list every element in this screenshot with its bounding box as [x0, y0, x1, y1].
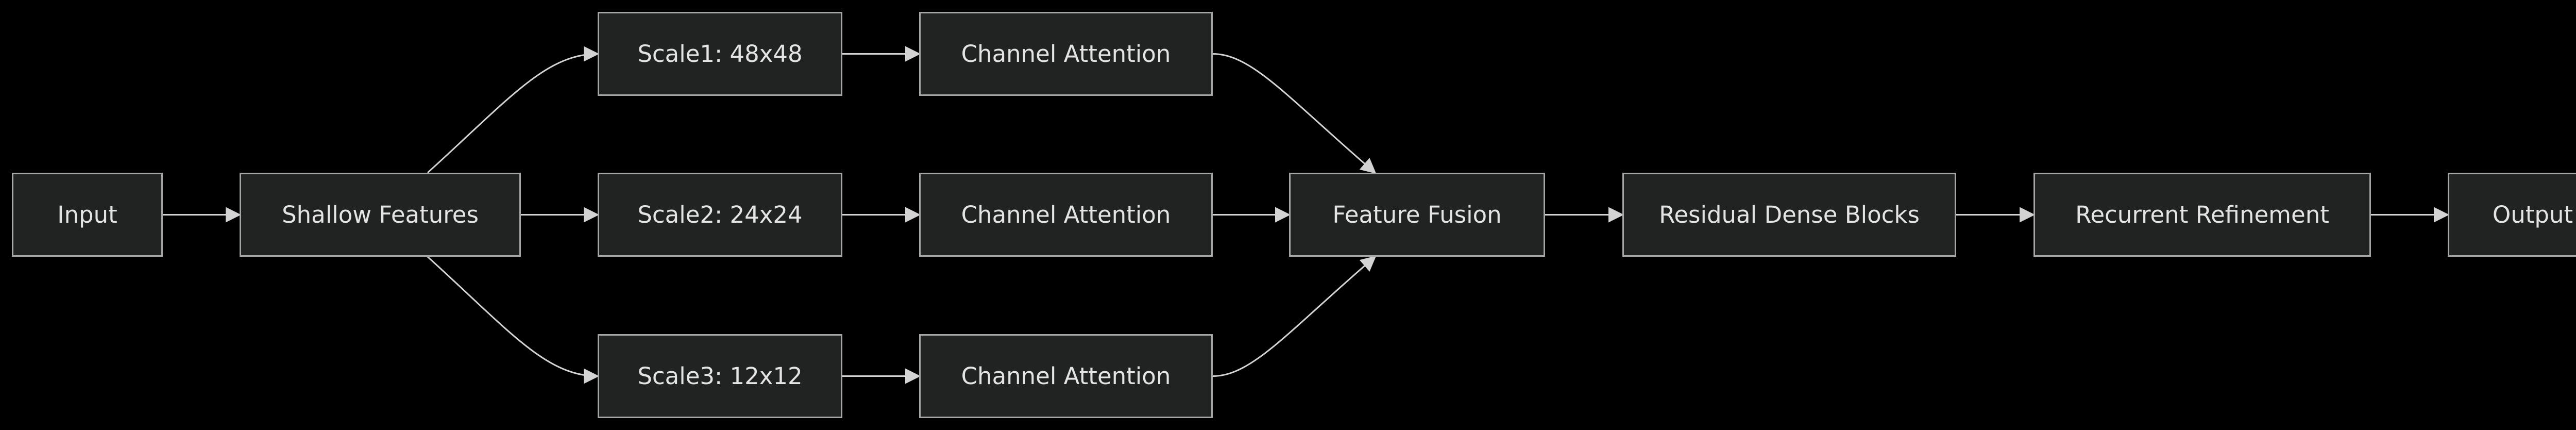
- node-channel-attention-2: Channel Attention: [919, 173, 1213, 257]
- node-channel-attention-1: Channel Attention: [919, 12, 1213, 96]
- node-channel-attention-3-label: Channel Attention: [961, 362, 1171, 390]
- node-shallow-features: Shallow Features: [240, 173, 521, 257]
- edge-channel-attention-3-to-feature-fusion: [1212, 256, 1377, 377]
- node-shallow-features-label: Shallow Features: [282, 201, 479, 228]
- node-scale3-label: Scale3: 12x12: [637, 362, 803, 390]
- node-feature-fusion: Feature Fusion: [1289, 173, 1545, 257]
- edge-shallow-features-to-scale3: [427, 256, 599, 384]
- node-output-label: Output: [2492, 201, 2573, 228]
- node-channel-attention-1-label: Channel Attention: [961, 40, 1171, 68]
- node-residual-dense-blocks: Residual Dense Blocks: [1622, 173, 1956, 257]
- node-input: Input: [12, 173, 163, 257]
- node-recurrent-refinement-label: Recurrent Refinement: [2075, 201, 2329, 228]
- node-channel-attention-2-label: Channel Attention: [961, 201, 1171, 228]
- node-input-label: Input: [57, 201, 117, 228]
- node-channel-attention-3: Channel Attention: [919, 334, 1213, 418]
- node-residual-dense-blocks-label: Residual Dense Blocks: [1659, 201, 1920, 228]
- node-scale2: Scale2: 24x24: [598, 173, 842, 257]
- node-feature-fusion-label: Feature Fusion: [1332, 201, 1502, 228]
- node-scale2-label: Scale2: 24x24: [637, 201, 803, 228]
- node-output: Output: [2448, 173, 2576, 257]
- node-scale1: Scale1: 48x48: [598, 12, 842, 96]
- node-recurrent-refinement: Recurrent Refinement: [2033, 173, 2371, 257]
- edge-shallow-features-to-scale1: [427, 46, 599, 174]
- node-scale1-label: Scale1: 48x48: [637, 40, 803, 68]
- edge-channel-attention-1-to-feature-fusion: [1212, 53, 1377, 174]
- node-scale3: Scale3: 12x12: [598, 334, 842, 418]
